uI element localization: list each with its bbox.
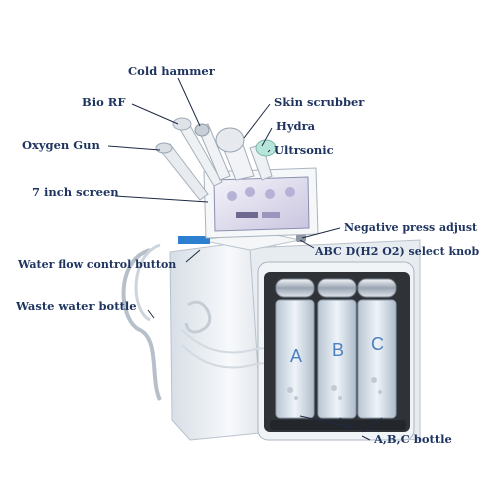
bottle-compartment: A B C [264, 272, 410, 432]
bottle-a-letter: A [290, 346, 302, 366]
accent-strip [178, 236, 210, 244]
label-7-inch-screen: 7 inch screen [32, 185, 119, 199]
label-select-knob: ABC D(H2 O2) select knob [315, 245, 480, 258]
leader-lines [107, 77, 383, 441]
handpieces [155, 117, 277, 201]
label-hydra: Hydra [276, 119, 316, 133]
label-abc-bottle: A,B,C bottle [374, 432, 452, 446]
bottle-a [275, 299, 315, 419]
seven-inch-screen [203, 167, 319, 239]
label-waste-water-bottle: Waste water bottle [16, 299, 137, 313]
bottle-b [317, 299, 357, 419]
label-negative-press-adjust: Negative press adjust [344, 221, 478, 234]
label-water-flow-button: Water flow control button [18, 258, 177, 271]
hose [121, 248, 162, 401]
bottle-c [357, 299, 397, 419]
label-oxygen-gun: Oxygen Gun [22, 138, 100, 152]
label-skin-scrubber: Skin scrubber [274, 95, 365, 109]
hose [134, 243, 161, 322]
label-cold-hammer: Cold hammer [128, 64, 215, 78]
label-ultrsonic: Ultrsonic [274, 143, 334, 157]
bottle-c-letter: C [371, 334, 384, 354]
label-bio-rf: Bio RF [82, 95, 126, 109]
bottle-b-letter: B [332, 340, 344, 360]
knob-icon [296, 234, 306, 242]
